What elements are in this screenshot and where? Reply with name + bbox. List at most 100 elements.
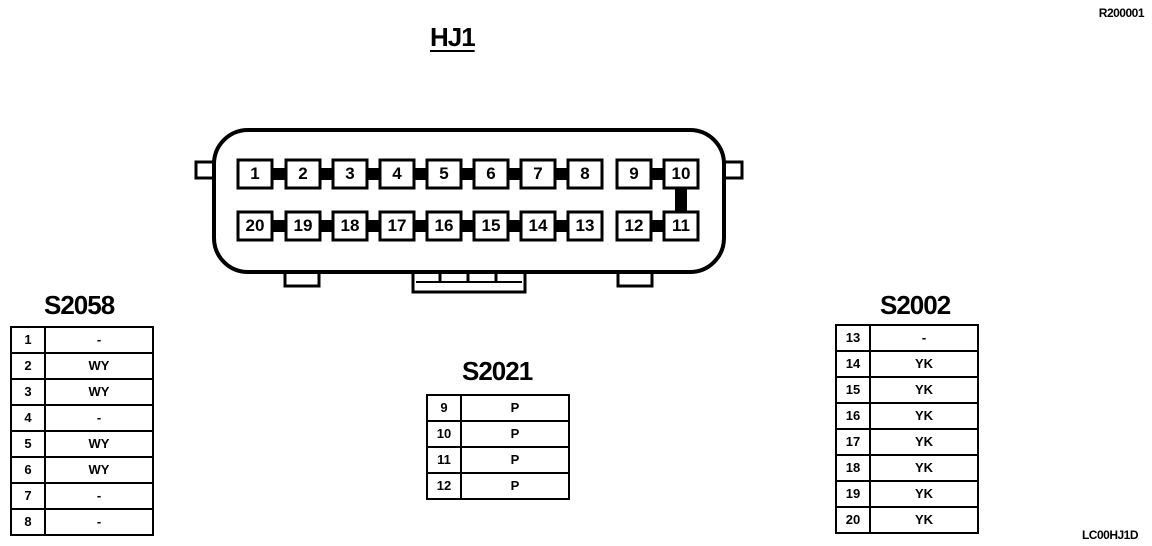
pin-box-14 — [519, 210, 557, 242]
wire-color-cell: YK — [914, 356, 934, 371]
pin-link — [272, 220, 286, 232]
pin-number: 17 — [387, 216, 407, 235]
pin-number: 2 — [298, 164, 308, 183]
wire-color-cell: YK — [914, 486, 934, 501]
pin-box-8 — [566, 158, 604, 190]
pin-link — [414, 220, 427, 232]
pin-box-6 — [472, 158, 510, 190]
pin-cell: 16 — [837, 404, 871, 428]
wire-color-cell: YK — [914, 460, 934, 475]
wire-color-cell: P — [510, 452, 520, 467]
pin-number: 16 — [434, 216, 454, 235]
pin-number: 6 — [486, 164, 496, 183]
connector-title: HJ1 — [430, 22, 476, 52]
pin-number: 5 — [439, 164, 449, 183]
wire-color-cell: YK — [914, 382, 934, 397]
pin-box-2 — [284, 158, 322, 190]
pin-box-12 — [615, 210, 653, 242]
pin-number: 11 — [672, 216, 690, 235]
pin-number: 8 — [580, 164, 590, 183]
pin-cell: 13 — [837, 326, 871, 350]
pin-box-11 — [662, 210, 700, 242]
pin-link — [461, 220, 474, 232]
wire-color-cell: WY — [88, 462, 110, 477]
pin-box-5 — [425, 158, 463, 190]
pin-box-3 — [331, 158, 369, 190]
pin-box-16 — [425, 210, 463, 242]
pin-cell: 9 — [428, 396, 462, 420]
pin-link — [555, 168, 568, 180]
pin-box-7 — [519, 158, 557, 190]
pin-link — [651, 220, 664, 232]
pin-cell: 20 — [837, 508, 871, 532]
connector-housing — [212, 128, 726, 274]
pin-link — [367, 220, 380, 232]
wire-color-cell: YK — [914, 408, 934, 423]
pin-link — [320, 168, 333, 180]
pin-number: 13 — [575, 216, 595, 235]
table-row: 8- — [12, 510, 152, 534]
wire-color-cell: - — [921, 330, 927, 345]
pin-box-10 — [662, 158, 700, 190]
wire-color-cell: WY — [88, 358, 110, 373]
pin-number: 20 — [245, 216, 265, 235]
pin-link — [651, 168, 664, 180]
pin-cell: 18 — [837, 456, 871, 480]
pin-cell: 12 — [428, 474, 462, 498]
pin-cell: 2 — [12, 354, 46, 378]
drawing-reference-top: R200001 — [1098, 6, 1145, 20]
wire-color-cell: WY — [88, 384, 110, 399]
pin-number: 4 — [392, 164, 402, 183]
pin-number: 7 — [533, 164, 543, 183]
pin-box-20 — [236, 210, 274, 242]
pin-number: 19 — [293, 216, 313, 235]
pin-link — [555, 220, 568, 232]
table-s2058-title: S2058 — [44, 290, 115, 320]
pin-cell: 8 — [12, 510, 46, 534]
table-row: 18 YK — [837, 456, 977, 482]
pin-box-4 — [378, 158, 416, 190]
wire-color-cell: - — [96, 488, 102, 503]
pin-cell: 17 — [837, 430, 871, 454]
pin-link-vertical — [675, 188, 687, 212]
pin-number: 12 — [624, 216, 644, 235]
table-row: 1- — [12, 328, 152, 354]
pin-cell: 10 — [428, 422, 462, 446]
table-row: 4- — [12, 406, 152, 432]
pin-boxes — [236, 158, 700, 242]
pin-number: 3 — [345, 164, 355, 183]
pin-cell: 6 — [12, 458, 46, 482]
pin-cell: 4 — [12, 406, 46, 430]
wire-color-cell: WY — [88, 436, 110, 451]
table-row: 7- — [12, 484, 152, 510]
pin-link — [508, 220, 521, 232]
pin-link — [367, 168, 380, 180]
right-foot — [616, 270, 654, 288]
pin-number: 14 — [528, 216, 548, 235]
table-row: 13 - — [837, 326, 977, 352]
pin-number: 15 — [481, 216, 501, 235]
table-row: 6 WY — [12, 458, 152, 484]
right-latch — [722, 160, 744, 180]
wire-color-cell: P — [510, 426, 520, 441]
pin-box-17 — [378, 210, 416, 242]
pin-box-1 — [236, 158, 274, 190]
left-latch — [194, 160, 216, 180]
pin-cell: 15 — [837, 378, 871, 402]
pin-link — [272, 168, 286, 180]
pin-box-19 — [284, 210, 322, 242]
pin-number: 18 — [340, 216, 360, 235]
wire-color-cell: P — [510, 400, 520, 415]
pin-cell: 7 — [12, 484, 46, 508]
wire-color-cell: YK — [914, 434, 934, 449]
pin-box-13 — [566, 210, 604, 242]
